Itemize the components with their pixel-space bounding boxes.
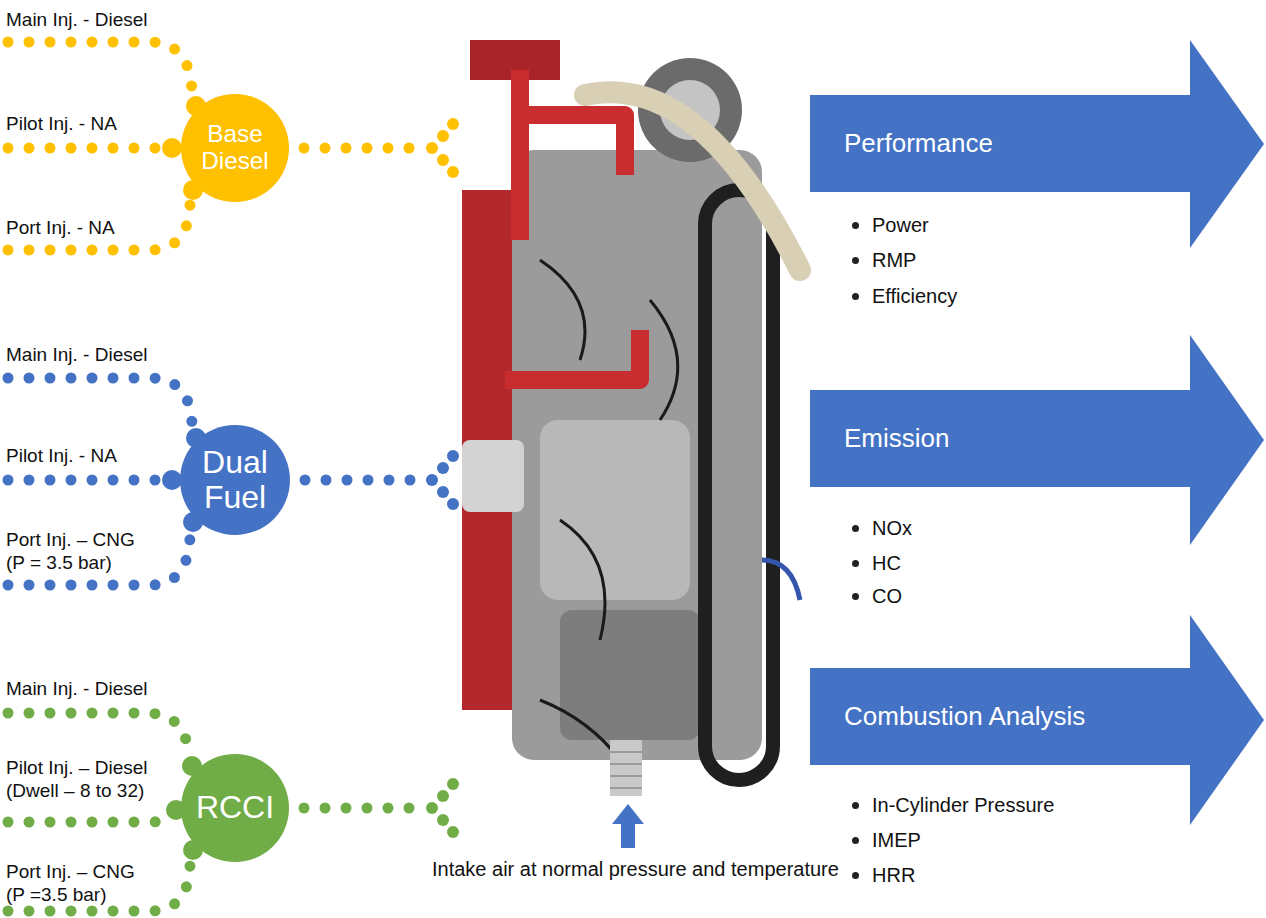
dotted-feed bbox=[8, 713, 188, 752]
mode-name: Base Diesel bbox=[188, 121, 283, 174]
result-arrow: Combustion Analysis bbox=[810, 615, 1266, 825]
dotted-feed bbox=[8, 143, 160, 154]
hose bbox=[585, 92, 800, 270]
bullet-dot bbox=[852, 593, 859, 600]
circle-shape bbox=[181, 754, 289, 862]
injection-label: Port Inj. – CNG (P =3.5 bar) bbox=[6, 860, 151, 906]
engine-block bbox=[512, 150, 762, 760]
intake-note: Intake air at normal pressure and temper… bbox=[432, 857, 839, 881]
mode-name: Dual Fuel bbox=[187, 445, 283, 515]
bullet-dot bbox=[852, 257, 859, 264]
feed-dot bbox=[162, 138, 182, 158]
text-holder: Combustion Analysis bbox=[844, 668, 1180, 765]
feed-dot bbox=[447, 826, 459, 838]
feed-dot bbox=[426, 802, 438, 814]
injection-label: Port Inj. – CNG (P = 3.5 bar) bbox=[6, 528, 151, 574]
bullet-dot bbox=[852, 837, 859, 844]
dotted-feed bbox=[304, 803, 420, 814]
bullet-dot bbox=[852, 872, 859, 879]
dotted-feed bbox=[8, 378, 192, 424]
feed-dot bbox=[437, 814, 449, 826]
mode-name: RCCI bbox=[196, 790, 274, 825]
injection-label: Pilot Inj. - NA bbox=[6, 112, 117, 135]
text-holder: Emission bbox=[844, 390, 1180, 487]
injection-label: Pilot Inj. – Diesel (Dwell – 8 to 32) bbox=[6, 756, 166, 802]
feed-dot bbox=[447, 498, 459, 510]
dotted-feed bbox=[305, 475, 420, 486]
text-holder: Dual Fuel bbox=[179, 424, 291, 536]
injection-label: Port Inj. - NA bbox=[6, 216, 115, 239]
feed-dot bbox=[447, 118, 459, 130]
injection-label: Main Inj. - Diesel bbox=[6, 343, 148, 366]
bullet-item: RMP bbox=[872, 248, 916, 272]
feed-dot bbox=[426, 142, 438, 154]
feed-dot bbox=[447, 778, 459, 790]
bullet-dot bbox=[852, 222, 859, 229]
bullet-dot bbox=[852, 525, 859, 532]
feed-dot bbox=[437, 130, 449, 142]
bullet-item: Power bbox=[872, 213, 929, 237]
dotted-feed bbox=[8, 475, 160, 486]
text-holder: Base Diesel bbox=[180, 93, 290, 203]
bullet-item: IMEP bbox=[872, 828, 921, 852]
circle-shape bbox=[181, 94, 289, 202]
bullet-item: In-Cylinder Pressure bbox=[872, 793, 1054, 817]
arrow-shape bbox=[810, 40, 1264, 248]
engine-illustration bbox=[462, 40, 800, 848]
bullet-item: CO bbox=[872, 584, 902, 608]
wiring bbox=[540, 260, 678, 760]
intake-pipe bbox=[610, 740, 642, 796]
bullet-item: HRR bbox=[872, 863, 915, 887]
feed-dot bbox=[437, 154, 449, 166]
arrow-shape bbox=[810, 335, 1264, 545]
mode-circle: Base Diesel bbox=[180, 93, 290, 203]
feed-dot bbox=[437, 790, 449, 802]
arrow-heading: Performance bbox=[844, 129, 993, 158]
arrow-heading: Emission bbox=[844, 424, 949, 453]
engine-belt bbox=[705, 190, 773, 780]
arrow-heading: Combustion Analysis bbox=[844, 702, 1085, 731]
result-arrow: Emission bbox=[810, 335, 1266, 545]
injection-label: Pilot Inj. - NA bbox=[6, 444, 117, 467]
dotted-feed bbox=[8, 42, 192, 92]
circle-shape bbox=[180, 425, 290, 535]
bullet-dot bbox=[852, 560, 859, 567]
text-holder: Performance bbox=[844, 95, 1180, 192]
engine-head bbox=[540, 420, 690, 600]
feed-dot bbox=[162, 470, 182, 490]
feed-dot bbox=[447, 166, 459, 178]
bullet-dot bbox=[852, 802, 859, 809]
bullet-item: NOx bbox=[872, 516, 912, 540]
dotted-feed bbox=[304, 143, 420, 154]
text-holder: RCCI bbox=[180, 753, 290, 863]
injection-label: Main Inj. - Diesel bbox=[6, 677, 148, 700]
intake-arrow bbox=[612, 804, 644, 848]
dotted-feed bbox=[8, 814, 170, 822]
mode-circle: RCCI bbox=[180, 753, 290, 863]
feed-dot bbox=[447, 450, 459, 462]
feed-dot bbox=[437, 462, 449, 474]
bullet-item: Efficiency bbox=[872, 284, 957, 308]
bullet-item: HC bbox=[872, 551, 901, 575]
mode-circle: Dual Fuel bbox=[179, 424, 291, 536]
injection-label: Main Inj. - Diesel bbox=[6, 8, 148, 31]
bullet-dot bbox=[852, 293, 859, 300]
wiring bbox=[762, 560, 800, 600]
insulated-pipe bbox=[462, 440, 524, 512]
intake-pipe bbox=[610, 752, 642, 788]
feed-dot bbox=[437, 486, 449, 498]
feed-dot bbox=[426, 474, 438, 486]
coolant-pipe bbox=[505, 70, 640, 380]
arrow-shape bbox=[810, 615, 1264, 825]
